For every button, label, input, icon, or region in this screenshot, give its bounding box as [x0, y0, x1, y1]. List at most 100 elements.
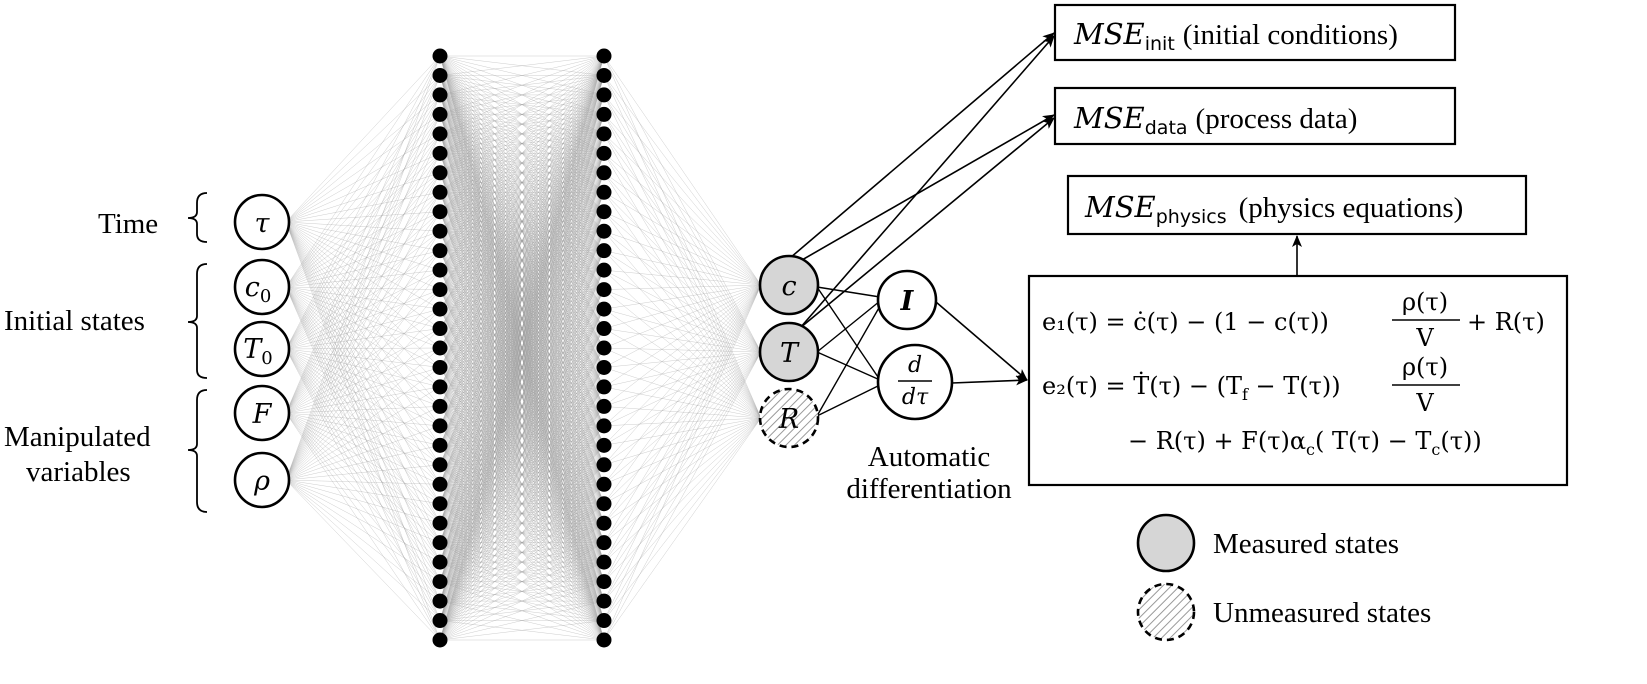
- hidden-neuron-l1-24: [432, 496, 448, 512]
- hidden-neuron-l2-11: [596, 243, 612, 259]
- hidden-neuron-l1-22: [432, 457, 448, 473]
- hidden-neuron-l1-3: [432, 87, 448, 103]
- hidden-neuron-l2-6: [596, 145, 612, 161]
- hidden-neuron-l1-11: [432, 243, 448, 259]
- time-label: Time: [98, 208, 158, 240]
- hidden-neuron-l2-27: [596, 554, 612, 570]
- hidden-neuron-l1-29: [432, 593, 448, 609]
- hidden-neuron-l1-20: [432, 418, 448, 434]
- hidden-neuron-l2-22: [596, 457, 612, 473]
- hidden-neuron-l2-12: [596, 262, 612, 278]
- mse-arrows: [789, 32, 1302, 386]
- hidden-neuron-l2-2: [596, 67, 612, 83]
- hidden-neuron-l1-4: [432, 106, 448, 122]
- hidden-neuron-l2-24: [596, 496, 612, 512]
- mse-data-desc: (process data): [1196, 103, 1358, 135]
- equation-e2-frac-num: ρ(τ): [1402, 353, 1448, 381]
- hidden-neuron-l2-1: [596, 48, 612, 64]
- input-node-tau-label: τ: [255, 208, 271, 239]
- hidden-neuron-l1-1: [432, 48, 448, 64]
- hidden-neuron-l1-16: [432, 340, 448, 356]
- hidden-neuron-l2-7: [596, 165, 612, 181]
- hidden-neuron-l2-31: [596, 632, 612, 648]
- hidden-neuron-l1-17: [432, 359, 448, 375]
- legend-unmeasured-label: Unmeasured states: [1213, 597, 1431, 629]
- input-node-rho-label: ρ: [253, 466, 270, 497]
- equation-e1-frac-num: ρ(τ): [1402, 288, 1448, 316]
- hidden-neuron-l2-15: [596, 321, 612, 337]
- legend-unmeasured-swatch: [1136, 582, 1196, 642]
- hidden-neuron-l2-10: [596, 223, 612, 239]
- auto-diff-label-line1: Automatic: [868, 441, 990, 473]
- hidden-neuron-l2-9: [596, 204, 612, 220]
- hidden-neuron-l2-19: [596, 398, 612, 414]
- svg-text:c0: c0: [245, 272, 272, 307]
- output-node-r: R: [758, 387, 820, 449]
- hidden-neuron-l1-6: [432, 145, 448, 161]
- hidden-neuron-l1-15: [432, 321, 448, 337]
- output-node-t: T: [758, 321, 820, 383]
- initial-states-brace: [187, 263, 208, 379]
- hidden-neuron-l2-18: [596, 379, 612, 395]
- hidden-neuron-l2-20: [596, 418, 612, 434]
- manipulated-label-line1: Manipulated: [4, 421, 151, 453]
- hidden-neuron-l1-5: [432, 126, 448, 142]
- legend-measured-label: Measured states: [1213, 528, 1399, 560]
- hidden-neuron-l1-9: [432, 204, 448, 220]
- derivative-denominator: dτ: [902, 385, 929, 410]
- mse-data-box: MSEdata(process data): [1053, 86, 1457, 146]
- equation-e1-frac-den: V: [1415, 324, 1434, 352]
- hidden-neuron-l1-13: [432, 282, 448, 298]
- svg-text:e₂(τ) = Ṫ(τ) − (Tf − T(τ)): e₂(τ) = Ṫ(τ) − (Tf − T(τ)): [1042, 371, 1341, 404]
- mse-physics-desc: (physics equations): [1239, 192, 1464, 224]
- hidden-neuron-l2-3: [596, 87, 612, 103]
- derivative-operator-node: d dτ: [876, 343, 954, 421]
- legend-measured-swatch: [1136, 513, 1196, 573]
- hidden-layers: [432, 48, 612, 648]
- hidden-neuron-l2-28: [596, 574, 612, 590]
- input-node-f-label: F: [252, 399, 273, 430]
- hidden-neuron-l2-5: [596, 126, 612, 142]
- time-brace: [187, 192, 208, 243]
- input-node-c0-label: c: [245, 272, 260, 303]
- output-node-c: c: [758, 254, 820, 316]
- initial-states-label: Initial states: [4, 305, 145, 337]
- hidden-neuron-l1-27: [432, 554, 448, 570]
- equation-e2-line2-end: (τ)): [1440, 427, 1481, 455]
- mse-physics-sub: physics: [1156, 206, 1227, 228]
- hidden-neuron-l1-30: [432, 613, 448, 629]
- hidden-neuron-l2-30: [596, 613, 612, 629]
- output-node-t-label: T: [780, 338, 800, 369]
- hidden-neuron-l2-29: [596, 593, 612, 609]
- output-node-c-label: c: [781, 271, 796, 302]
- input-node-t0-sub: 0: [261, 348, 272, 369]
- derivative-numerator: d: [908, 353, 922, 378]
- equation-e2-line2-sub: c: [1306, 440, 1315, 459]
- mse-init-base: MSE: [1073, 17, 1145, 51]
- identity-operator-label: I: [900, 286, 915, 317]
- hidden-neuron-l1-23: [432, 476, 448, 492]
- equation-e2-line2-sub2: c: [1431, 440, 1440, 459]
- equation-e2-frac-den: V: [1415, 389, 1434, 417]
- mse-init-sub: init: [1145, 33, 1175, 55]
- auto-diff-label-line2: differentiation: [846, 473, 1012, 505]
- hidden-neuron-l1-14: [432, 301, 448, 317]
- mse-init-box: MSEinit(initial conditions): [1053, 3, 1457, 62]
- hidden-neuron-l2-25: [596, 515, 612, 531]
- hidden-neuron-l1-10: [432, 223, 448, 239]
- hidden-neuron-l1-12: [432, 262, 448, 278]
- network-connections: [285, 55, 762, 641]
- hidden-neuron-l2-26: [596, 535, 612, 551]
- hidden-neuron-l2-13: [596, 282, 612, 298]
- hidden-neuron-l2-4: [596, 106, 612, 122]
- mse-data-base: MSE: [1073, 101, 1145, 135]
- equation-e2-lhs: e₂(τ) = Ṫ(τ) − (T: [1042, 371, 1242, 400]
- input-node-f: F: [233, 384, 291, 442]
- input-node-tau: τ: [233, 193, 291, 251]
- equation-e2-line2: − R(τ) + F(τ)α: [1128, 427, 1306, 455]
- hidden-neuron-l1-2: [432, 67, 448, 83]
- hidden-neuron-l2-16: [596, 340, 612, 356]
- equation-e2-sub: f: [1242, 385, 1249, 404]
- equation-e1-lhs: e₁(τ) = ċ(τ) − (1 − c(τ)): [1042, 308, 1329, 336]
